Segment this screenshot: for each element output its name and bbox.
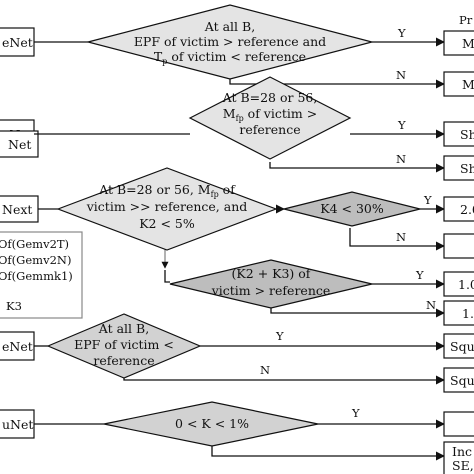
decision-2-line-1: At B=28 or 56, — [222, 90, 318, 105]
d7-yes-label: Y — [351, 406, 360, 420]
result-box-10-label: Squ — [450, 373, 474, 388]
d2-yes-label: Y — [397, 118, 406, 132]
result-box-9-label: Squ — [450, 339, 474, 354]
result-box-4-label: Sh — [460, 161, 474, 176]
header-partial-text: Pr — [459, 13, 473, 27]
decision-5-line-2: victim > reference — [211, 283, 331, 298]
left-box-1: eNet — [0, 27, 35, 57]
left-box-1-label: eNet — [2, 35, 33, 50]
left-box-net-visible: Net — [0, 130, 39, 158]
result-box-2: M — [443, 71, 474, 97]
d5-no-label: N — [426, 298, 436, 312]
result-box-12-line-1: Inc — [452, 444, 472, 459]
decision-3-line-1-post: of — [219, 182, 236, 197]
result-box-9: Squ — [443, 333, 474, 359]
result-box-8-label: 1. — [462, 306, 474, 321]
d6-yes-label: Y — [275, 329, 284, 343]
result-box-5: 2.0 — [443, 196, 474, 222]
decision-1-line-1: At all B, — [204, 19, 255, 34]
result-box-12: Inc SE, — [443, 441, 474, 474]
decision-2-line-2-rest: of victim > — [244, 106, 317, 121]
left-box-5: eNet — [0, 331, 35, 361]
result-box-5-label: 2.0 — [460, 202, 474, 217]
result-box-3: Sh — [443, 121, 474, 147]
decision-1-line-3-main: T — [154, 49, 163, 64]
result-box-4: Sh — [443, 155, 474, 181]
decision-2-line-2: Mfp of victim > — [223, 106, 317, 123]
decision-3-line-3: K2 < 5% — [139, 216, 195, 231]
decision-6-line-1: At all B, — [98, 321, 149, 336]
panel-line-1: Of(Gemv2T) — [0, 237, 69, 251]
decision-1-line-3-rest: of victim < reference — [167, 49, 306, 64]
d2-no-label: N — [396, 152, 406, 166]
decision-2-line-3: reference — [239, 122, 300, 137]
decision-2-line-2-main: M — [223, 106, 236, 121]
d5-yes-label: Y — [415, 268, 424, 282]
result-box-7-label: 1.0 — [458, 277, 474, 292]
decision-6-line-3: reference — [93, 353, 154, 368]
left-box-5-label: eNet — [2, 339, 33, 354]
result-box-3-label: Sh — [460, 127, 474, 142]
left-box-next: Next — [0, 195, 39, 223]
left-box-6-label: uNet — [2, 417, 33, 432]
decision-7: 0 < K < 1% — [103, 401, 319, 447]
decision-1-line-3-sub: p — [162, 57, 167, 66]
d4-yes-label: Y — [423, 193, 432, 207]
d4-no-label: N — [396, 230, 406, 244]
d1-no-label: N — [396, 68, 406, 82]
left-box-3-label: Net — [8, 137, 31, 152]
panel-line-3: Of(Gemmk1) — [0, 269, 73, 283]
decision-3-line-1-sub: fp — [211, 190, 219, 199]
result-box-10: Squ — [443, 367, 474, 393]
decision-6: At all B, EPF of victim < reference — [46, 313, 202, 379]
result-box-11 — [443, 411, 474, 437]
result-box-12-line-2: SE, — [452, 458, 474, 473]
decision-5-line-1: (K2 + K3) of — [232, 266, 312, 281]
result-box-8: 1. — [443, 300, 474, 326]
decision-5: (K2 + K3) of victim > reference — [169, 259, 373, 309]
panel-line-2: Of(Gemv2N) — [0, 253, 71, 267]
decision-7-label: 0 < K < 1% — [175, 416, 249, 431]
decision-3: At B=28 or 56, Mfp of victim >> referenc… — [56, 167, 278, 251]
decision-1-line-2: EPF of victim > reference and — [134, 34, 326, 49]
result-box-6 — [443, 233, 474, 259]
left-annotation-panel: Of(Gemv2T) Of(Gemv2N) Of(Gemmk1) K3 — [0, 231, 83, 319]
decision-1: At all B, EPF of victim > reference and … — [85, 4, 375, 80]
decision-1-line-3: Tp of victim < reference — [154, 49, 306, 66]
result-box-1-label: M — [462, 36, 474, 51]
decision-2-line-2-sub: fp — [236, 114, 244, 123]
result-box-2-label: M — [462, 77, 474, 92]
d6-no-label: N — [260, 363, 270, 377]
result-box-7: 1.0 — [443, 271, 474, 297]
decision-4: K4 < 30% — [283, 191, 421, 227]
left-box-6: uNet — [0, 409, 35, 439]
left-box-4-label: Next — [2, 202, 32, 217]
decision-3-line-2: victim >> reference, and — [86, 199, 248, 214]
decision-3-line-1: At B=28 or 56, Mfp of — [98, 182, 236, 199]
decision-3-line-1-pre: At B=28 or 56, M — [98, 182, 211, 197]
decision-6-line-2: EPF of victim < — [74, 337, 174, 352]
result-box-1: M — [443, 30, 474, 56]
decision-2: At B=28 or 56, Mfp of victim > reference — [188, 76, 352, 160]
d1-yes-label: Y — [397, 26, 406, 40]
panel-footer: K3 — [6, 299, 22, 313]
decision-4-label: K4 < 30% — [320, 201, 384, 216]
